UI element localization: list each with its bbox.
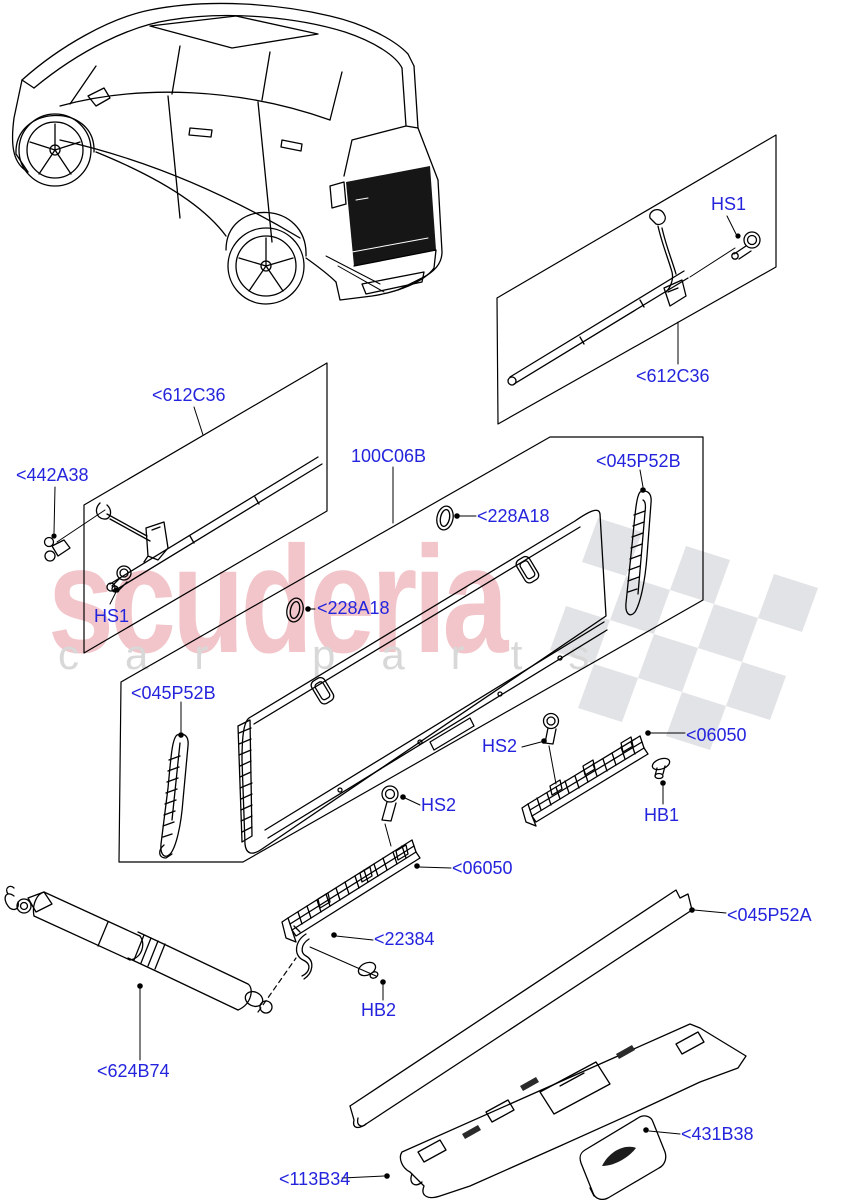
label-228a18-top: <228A18	[477, 506, 550, 526]
label-431b38: <431B38	[681, 1124, 754, 1144]
label-045p52b-left: <045P52B	[131, 683, 216, 703]
label-hb2: HB2	[361, 1000, 397, 1020]
vehicle-pointer-lines	[325, 255, 385, 293]
label-hs1-right: HS1	[711, 194, 747, 214]
label-228a18-left: <228A18	[317, 598, 390, 618]
rivet-hb1	[651, 757, 671, 780]
clip-442a38	[43, 536, 71, 562]
label-624b74: <624B74	[97, 1061, 170, 1081]
label-22384: <22384	[374, 929, 435, 949]
label-612c36-left: <612C36	[152, 385, 226, 405]
strut-624b74	[4, 885, 297, 1061]
label-hs2-right: HS2	[482, 736, 518, 756]
label-045p52a: <045P52A	[727, 905, 812, 925]
torsion-bar-box-left	[43, 362, 328, 654]
torsion-bar-box-right	[496, 134, 777, 425]
front-wheel	[18, 113, 92, 187]
gasket-113b34	[341, 1023, 747, 1199]
tailgate-inner-panel	[237, 509, 608, 854]
vehicle-illustration	[11, 2, 443, 305]
strip-045p52b-right	[625, 490, 652, 616]
bracket-06050-left	[281, 785, 452, 1001]
label-100c06b: 100C06B	[351, 446, 427, 466]
grommet-228a18-top	[436, 505, 454, 531]
rear-wheel	[227, 227, 305, 305]
label-612c36-right: <612C36	[636, 366, 710, 386]
strip-045p52b-left	[159, 733, 189, 859]
label-113b34: <113B34	[279, 1169, 351, 1189]
panel-assembly-box	[118, 436, 704, 863]
plate-431b38	[579, 1115, 681, 1200]
label-hb1: HB1	[644, 805, 680, 825]
bolt-hs2-left	[381, 785, 399, 847]
label-hs2-left: HS2	[421, 795, 457, 815]
bolt-hs2-right	[542, 712, 560, 785]
bracket-22384	[293, 925, 313, 980]
bolt-hs1-left	[111, 565, 132, 593]
label-06050-right: <06050	[686, 725, 747, 745]
scuff-plate-045p52a	[349, 889, 727, 1129]
label-045p52b-right: <045P52B	[596, 451, 681, 471]
label-06050-left: <06050	[452, 858, 513, 878]
plug-hb2	[357, 961, 379, 979]
grommet-228a18-left	[286, 597, 304, 623]
release-cable	[649, 208, 666, 226]
bolt-hs1-right	[731, 231, 761, 260]
label-hs1-left: HS1	[94, 606, 130, 626]
label-442a38: <442A38	[16, 465, 89, 485]
